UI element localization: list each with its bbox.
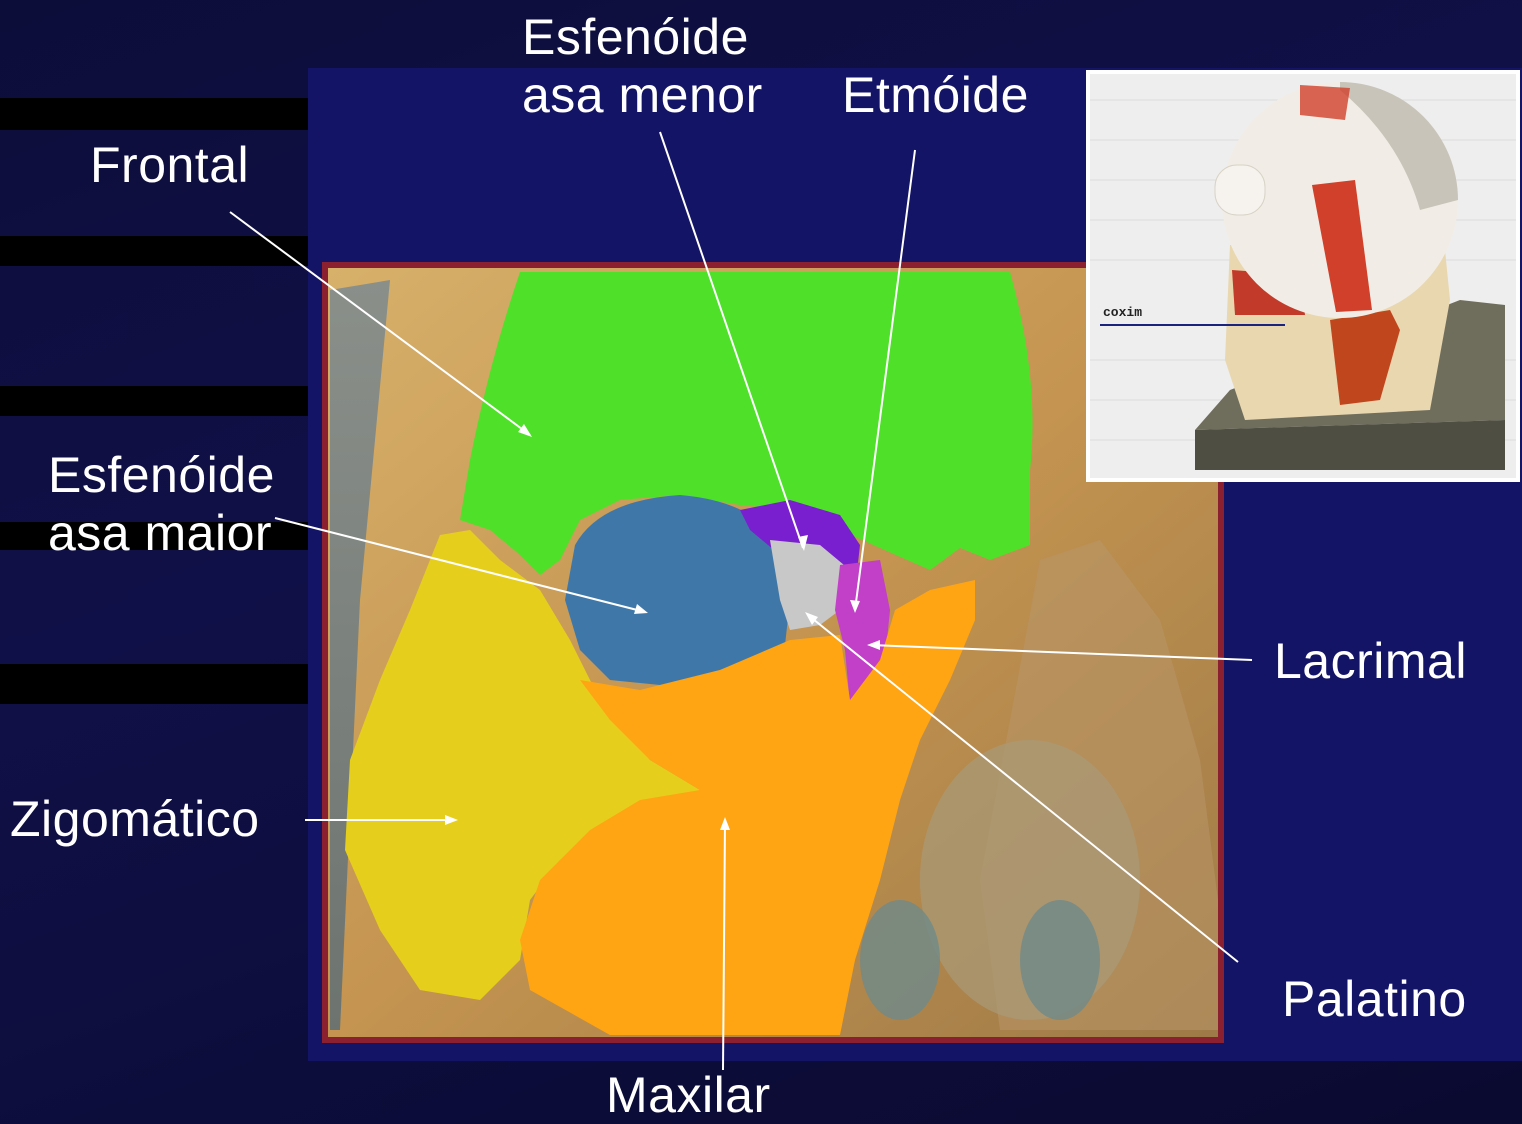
nasal-concha bbox=[860, 900, 940, 1020]
label-zigomatico-text: Zigomático bbox=[10, 790, 260, 848]
label-maxilar: Maxilar bbox=[606, 1066, 771, 1124]
nasal-concha bbox=[1020, 900, 1100, 1020]
label-lacrimal-text: Lacrimal bbox=[1274, 632, 1467, 690]
label-palatino-text: Palatino bbox=[1282, 970, 1467, 1028]
eye-model-inset: coxim bbox=[1086, 70, 1520, 482]
label-lacrimal: Lacrimal bbox=[1274, 632, 1467, 690]
label-palatino: Palatino bbox=[1282, 970, 1467, 1028]
label-esfenoide-maior-line2: asa maior bbox=[48, 504, 275, 562]
label-esfenoide-menor-line2: asa menor bbox=[522, 66, 763, 124]
label-etmoide-text: Etmóide bbox=[842, 66, 1029, 124]
label-frontal: Frontal bbox=[90, 136, 249, 194]
label-esfenoide-asa-maior: Esfenóide asa maior bbox=[48, 446, 275, 562]
inset-caption: coxim bbox=[1103, 305, 1142, 320]
label-frontal-text: Frontal bbox=[90, 136, 249, 194]
label-esfenoide-menor-line1: Esfenóide bbox=[522, 8, 763, 66]
label-zigomatico: Zigomático bbox=[10, 790, 260, 848]
label-esfenoide-asa-menor: Esfenóide asa menor bbox=[522, 8, 763, 124]
label-maxilar-text: Maxilar bbox=[606, 1066, 771, 1124]
label-etmoide: Etmóide bbox=[842, 66, 1029, 124]
label-esfenoide-maior-line1: Esfenóide bbox=[48, 446, 275, 504]
